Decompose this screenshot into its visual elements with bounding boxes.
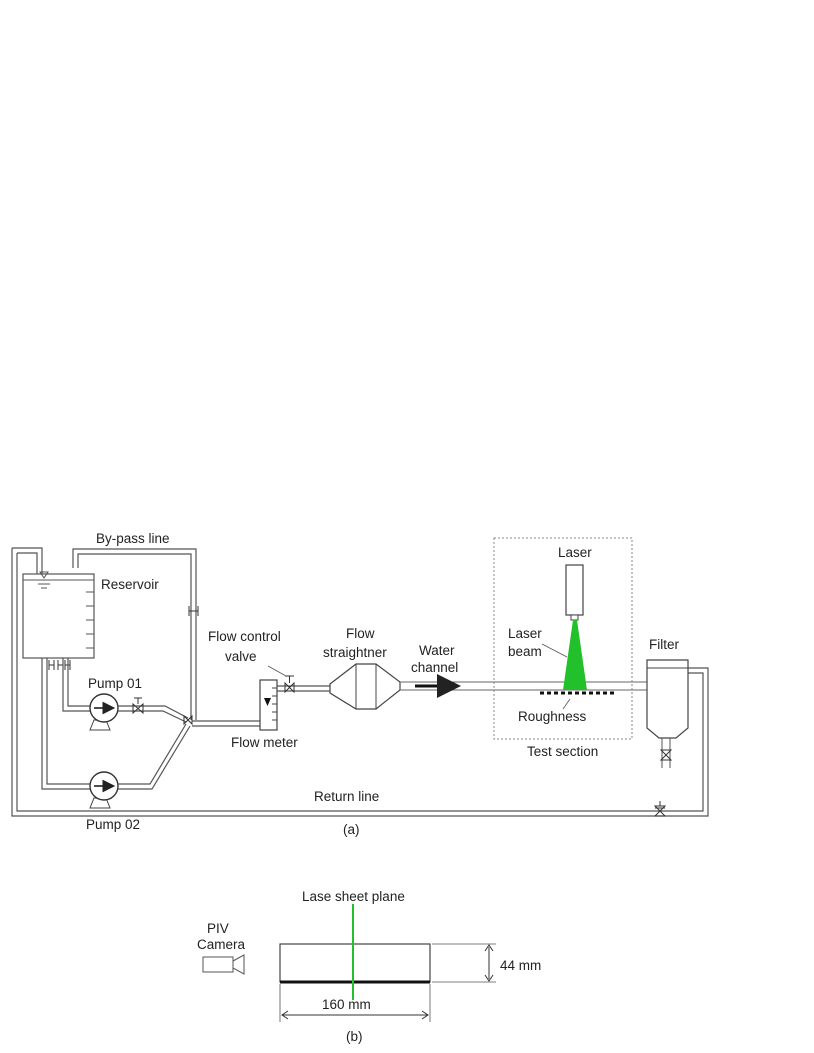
test-section-label: Test section [527, 744, 598, 759]
return-valve-icon [653, 801, 667, 817]
channel-cross-section [279, 943, 431, 983]
bypass-line-label: By-pass line [96, 531, 170, 546]
pump-01-label: Pump 01 [88, 676, 142, 691]
junction-valve-icon [183, 714, 193, 726]
figure-a-labels: By-pass line Reservoir Pump 01 Pump 02 F… [86, 531, 680, 837]
flow-straightener-label-line2: straightner [323, 645, 387, 660]
laser-label: Laser [558, 545, 592, 560]
laser-beam [563, 620, 587, 690]
length-label: 160 mm [322, 997, 371, 1012]
pump-02-label: Pump 02 [86, 817, 140, 832]
height-dimension [432, 943, 496, 983]
pump1-valve-icon [132, 697, 144, 715]
laser-beam-label-line1: Laser [508, 626, 542, 641]
length-dimension [279, 984, 431, 1022]
flow-control-valve-icon [284, 675, 295, 694]
test-section-box [493, 537, 633, 740]
flow-meter [259, 679, 278, 731]
bypass-line-pipe [72, 548, 199, 720]
camera-label: Camera [197, 937, 246, 952]
pump-01 [89, 693, 119, 731]
figure-a-caption: (a) [343, 822, 360, 837]
flow-straightener [329, 663, 401, 710]
water-channel [400, 674, 650, 698]
piv-camera-icon [202, 954, 245, 975]
figure-b: Lase sheet plane PIV Camera 44 mm 160 mm… [197, 889, 541, 1044]
water-level-icon [39, 571, 49, 579]
flow-straightener-label-line1: Flow [346, 626, 375, 641]
flow-meter-label: Flow meter [231, 735, 298, 750]
bypass-valve-icon [188, 606, 199, 616]
filter [646, 659, 689, 768]
reservoir-label: Reservoir [101, 577, 159, 592]
laser-head [565, 564, 584, 621]
laser-beam-label-line2: beam [508, 644, 542, 659]
water-channel-label-line1: Water [419, 643, 455, 658]
laser-sheet-plane-label: Lase sheet plane [302, 889, 405, 904]
water-channel-label-line2: channel [411, 660, 458, 675]
return-line-pipe [11, 547, 709, 817]
return-line-label: Return line [314, 789, 379, 804]
filter-label: Filter [649, 637, 680, 652]
height-label: 44 mm [500, 958, 541, 973]
filter-valve-icon [659, 749, 673, 761]
reservoir-valves-icon [48, 660, 71, 670]
figure-a: By-pass line Reservoir Pump 01 Pump 02 F… [11, 531, 709, 837]
flow-control-label-line2: valve [225, 649, 257, 664]
flow-control-label-line1: Flow control [208, 629, 281, 644]
piv-label: PIV [207, 921, 229, 936]
pump-02 [89, 771, 119, 809]
roughness-label: Roughness [518, 709, 587, 724]
figure-b-caption: (b) [346, 1029, 363, 1044]
reservoir-tank [22, 571, 95, 659]
